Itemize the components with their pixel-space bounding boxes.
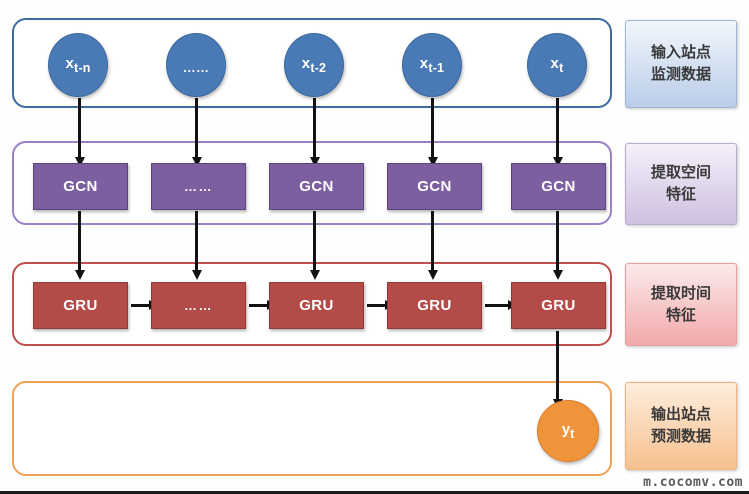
gru-box-1[interactable]: GRU xyxy=(33,282,128,329)
input-node-subscript: t xyxy=(559,60,564,75)
gcn-box-label: GCN xyxy=(63,178,98,195)
output-node-y-t[interactable]: yt xyxy=(537,400,599,462)
arrow-gcn-to-gru-4 xyxy=(431,211,434,271)
arrow-input-to-gcn-3 xyxy=(313,98,316,158)
input-node-label: xt-2 xyxy=(301,54,327,75)
gcn-box-label: GCN xyxy=(541,178,576,195)
stage-label-line1: 提取空间 xyxy=(650,163,711,182)
input-node-x-t-2[interactable]: xt-2 xyxy=(284,33,344,97)
input-node-subscript: t-n xyxy=(73,60,91,75)
watermark: m.cocomv.com xyxy=(643,475,743,490)
gru-box-label: GRU xyxy=(299,297,334,314)
gru-box-4[interactable]: GRU xyxy=(511,282,606,329)
arrow-input-to-gcn-2 xyxy=(195,98,198,158)
stage-label-line1: 输出站点 xyxy=(650,405,711,424)
gcn-box-label: GCN xyxy=(417,178,452,195)
stage-label-line2: 监测数据 xyxy=(650,65,711,83)
stage-label-input: 输入站点 监测数据 xyxy=(625,20,737,108)
stage-label-line2: 特征 xyxy=(665,305,696,324)
arrow-gru-2-to-3 xyxy=(249,304,268,307)
stage-label-output: 输出站点 预测数据 xyxy=(625,382,737,470)
input-node-label: …… xyxy=(182,59,210,75)
gcn-box-3[interactable]: GCN xyxy=(387,163,482,210)
arrow-input-to-gcn-5 xyxy=(556,98,559,158)
gcn-box-label: …… xyxy=(184,179,213,194)
input-node-ellipsis[interactable]: …… xyxy=(166,33,226,97)
input-node-x-t-1[interactable]: xt-1 xyxy=(402,33,462,97)
gru-box-2[interactable]: GRU xyxy=(269,282,364,329)
stage-label-gru: 提取时间 特征 xyxy=(625,263,737,346)
gru-box-label: GRU xyxy=(541,297,576,314)
input-node-label: xt-n xyxy=(65,54,91,75)
output-node-label: yt xyxy=(561,421,575,441)
gru-box-ellipsis[interactable]: …… xyxy=(151,282,246,329)
input-node-x-t-n[interactable]: xt-n xyxy=(48,33,108,97)
output-node-subscript: t xyxy=(570,427,575,441)
output-layer-group xyxy=(12,381,612,476)
gcn-box-ellipsis[interactable]: …… xyxy=(151,163,246,210)
stage-label-line1: 输入站点 xyxy=(650,43,711,62)
arrow-gru-3-to-4 xyxy=(367,304,386,307)
gru-box-label: …… xyxy=(184,298,213,313)
input-node-label: xt xyxy=(550,54,564,75)
input-node-subscript: t-1 xyxy=(428,60,445,75)
gcn-box-1[interactable]: GCN xyxy=(33,163,128,210)
gru-box-3[interactable]: GRU xyxy=(387,282,482,329)
gcn-box-label: GCN xyxy=(299,178,334,195)
input-node-label: xt-1 xyxy=(419,54,445,75)
stage-label-line1: 提取时间 xyxy=(650,283,711,302)
bottom-rule xyxy=(0,491,749,494)
gru-box-label: GRU xyxy=(417,297,452,314)
arrow-gcn-to-gru-2 xyxy=(195,211,198,271)
arrow-input-to-gcn-4 xyxy=(431,98,434,158)
gru-box-label: GRU xyxy=(63,297,98,314)
arrow-input-to-gcn-1 xyxy=(78,98,81,158)
gcn-box-4[interactable]: GCN xyxy=(511,163,606,210)
arrow-gcn-to-gru-1 xyxy=(78,211,81,271)
arrow-gru-to-output xyxy=(556,331,559,400)
stage-label-line2: 预测数据 xyxy=(650,427,711,445)
input-node-x-t[interactable]: xt xyxy=(527,33,587,97)
arrow-gcn-to-gru-3 xyxy=(313,211,316,271)
arrow-gru-1-to-2 xyxy=(131,304,150,307)
stage-label-line2: 特征 xyxy=(665,185,696,203)
gcn-box-2[interactable]: GCN xyxy=(269,163,364,210)
arrow-gru-4-to-5 xyxy=(485,304,509,307)
input-node-subscript: t-2 xyxy=(310,60,327,75)
arrow-gcn-to-gru-5 xyxy=(556,211,559,271)
stage-label-gcn: 提取空间 特征 xyxy=(625,143,737,225)
